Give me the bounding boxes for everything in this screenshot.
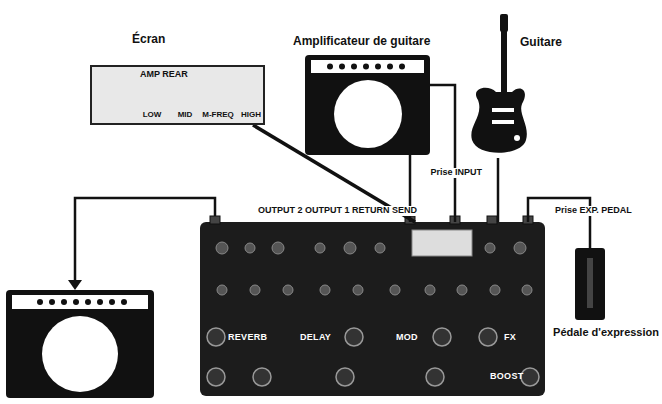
- footswitches: [207, 328, 539, 386]
- footswitch-label: FX: [504, 333, 516, 343]
- amp-speaker: [42, 316, 118, 392]
- jack-labels: OUTPUT 2 OUTPUT 1 RETURN SEND: [256, 206, 419, 216]
- guitar-amplifier: Amplificateur de guitare: [305, 55, 430, 155]
- knob-label: HIGH: [241, 111, 261, 120]
- footswitch-label: BOOST: [490, 372, 524, 382]
- guitar: Guitare: [460, 14, 532, 158]
- amp-panel: [12, 295, 148, 309]
- jack-label: Prise EXP. PEDAL: [553, 206, 634, 216]
- knob-label: MID: [178, 111, 193, 120]
- pedal-tread: [587, 258, 593, 308]
- jack-label: Prise INPUT: [428, 168, 484, 178]
- amp-cabinet: [6, 290, 154, 398]
- processor-body: [200, 222, 545, 396]
- jacks: [210, 216, 533, 224]
- arrow-head: [68, 280, 82, 290]
- cable-line: [430, 85, 455, 222]
- footswitch-label: DELAY: [300, 333, 331, 343]
- cable: [75, 198, 215, 282]
- device-title: Amplificateur de guitare: [293, 35, 430, 48]
- footswitch-label: MOD: [396, 333, 418, 343]
- unit-screen: [412, 230, 472, 256]
- expression-pedal-body: [575, 248, 605, 320]
- cable-line: [497, 158, 500, 222]
- screen-title: AMP REAR: [140, 70, 188, 80]
- amp-knobs: [327, 64, 405, 70]
- amp-speaker: [334, 80, 402, 148]
- footswitch-label: REVERB: [228, 333, 267, 343]
- multi-effects-unit: REVERB DELAY MOD FX BOOST: [200, 222, 545, 396]
- amp-cabinet: [305, 55, 430, 155]
- cable: [498, 158, 499, 222]
- device-title: Guitare: [520, 36, 562, 49]
- device-title: Pédale d'expression: [553, 326, 659, 338]
- screen-callout: ÉcranAMP REARLOWMIDM-FREQHIGH: [90, 65, 265, 125]
- callout-title: Écran: [132, 33, 165, 46]
- guitar: [471, 14, 526, 153]
- knobs: [216, 242, 532, 295]
- knob-label: M-FREQ: [202, 111, 234, 120]
- expression-pedal: Pédale d'expression: [575, 248, 605, 320]
- knob-label: LOW: [143, 111, 162, 120]
- amp-panel: [311, 60, 424, 73]
- amp-knobs: [37, 299, 127, 305]
- cable: [430, 85, 455, 222]
